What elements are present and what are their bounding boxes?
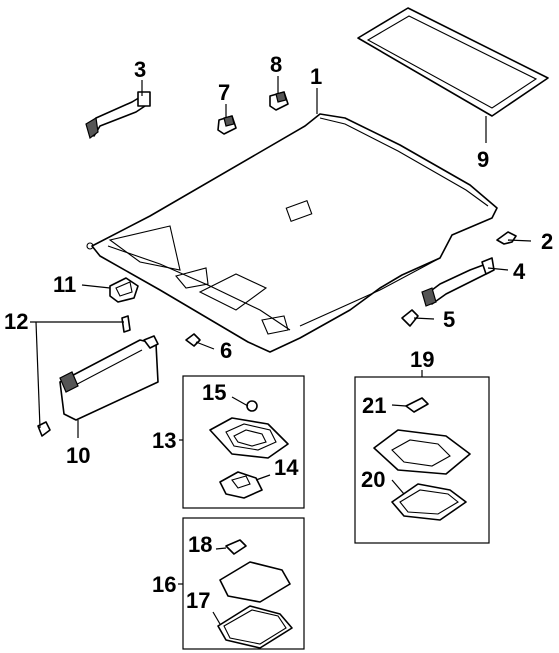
map-lamp-13-part (209, 417, 289, 459)
callout-20: 20 (361, 467, 385, 492)
callout-13: 13 (152, 428, 176, 453)
callout-4: 4 (513, 259, 526, 284)
callout-21: 21 (362, 393, 386, 418)
bulb-15-part (246, 400, 258, 412)
clip-6-part (185, 333, 201, 347)
box-13-frame (182, 375, 305, 509)
sunroof-seal-part (357, 7, 549, 117)
callout-8: 8 (270, 52, 282, 77)
callout-14: 14 (274, 455, 299, 480)
bulb-18-part (225, 539, 247, 555)
callout-6: 6 (220, 338, 232, 363)
callout-12: 12 (4, 309, 28, 334)
leader-lines (30, 76, 532, 625)
lens-14-part (219, 471, 263, 499)
callout-1: 1 (310, 64, 322, 89)
callout-9: 9 (477, 147, 489, 172)
callout-17: 17 (186, 588, 210, 613)
callout-5: 5 (443, 307, 455, 332)
callout-7: 7 (218, 80, 230, 105)
lens-17-part (217, 605, 293, 649)
clip-5-part (401, 309, 419, 327)
callout-11: 11 (53, 272, 76, 297)
screw-12-part (37, 315, 131, 437)
callout-19: 19 (410, 347, 434, 372)
lens-20-part (391, 483, 467, 521)
callout-10: 10 (66, 443, 90, 468)
callout-2: 2 (541, 229, 553, 254)
dome-lamp-16-part (219, 561, 291, 603)
callout-16: 16 (152, 572, 176, 597)
bulb-21-part (405, 397, 429, 413)
callout-15: 15 (202, 380, 226, 405)
callout-3: 3 (134, 57, 146, 82)
grab-handle-part (85, 91, 151, 140)
clip-8-part (269, 91, 289, 111)
visor-bracket-11-part (109, 277, 139, 303)
hook-2-part (496, 231, 517, 245)
dome-lamp-19-part (373, 429, 471, 475)
callout-labels: 1 2 3 4 5 6 7 8 9 10 11 12 13 14 15 16 1… (4, 52, 553, 613)
headliner-part (86, 113, 498, 353)
callout-18: 18 (188, 532, 212, 557)
grab-handle-right-part (421, 257, 495, 307)
sun-visor-part (59, 335, 159, 421)
clip-7-part (217, 115, 237, 135)
